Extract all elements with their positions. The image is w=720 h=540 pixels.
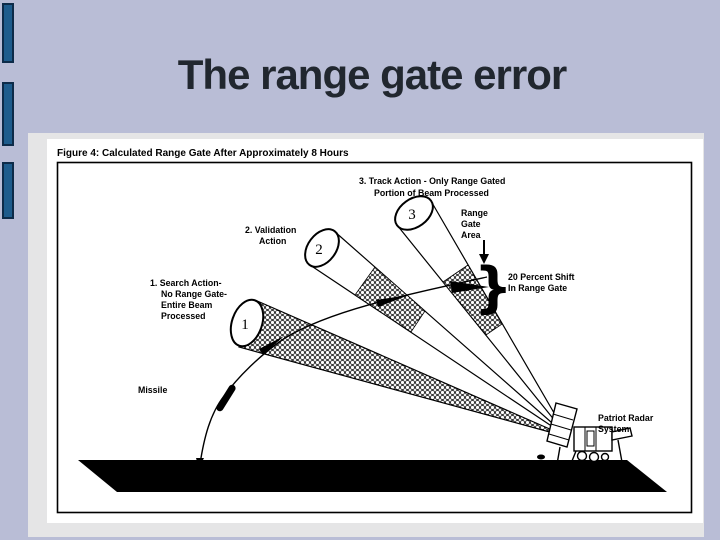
- slide-title: The range gate error: [177, 51, 567, 98]
- missile-trajectory: [196, 276, 489, 468]
- svg-text:Processed: Processed: [161, 311, 206, 321]
- down-arrow-icon: [479, 254, 489, 264]
- svg-text:Gate: Gate: [461, 219, 481, 229]
- figure-caption: Figure 4: Calculated Range Gate After Ap…: [57, 148, 349, 159]
- radar-label: Patriot Radar: [598, 413, 654, 423]
- detection-arrow-3-icon: [450, 281, 489, 293]
- patriot-radar-drawing: [537, 402, 633, 471]
- diagram-labels: 1. Search Action- No Range Gate- Entire …: [138, 176, 654, 434]
- trajectory-end-arrow-icon: [196, 458, 204, 468]
- beam-1-number: 1: [241, 317, 249, 333]
- accent-bar-bottom: [2, 162, 14, 219]
- shift-label: 20 Percent Shift: [508, 272, 575, 282]
- svg-text:Area: Area: [461, 230, 481, 240]
- missile-label: Missile: [138, 385, 167, 395]
- detection-arrow-2-icon: [376, 295, 409, 307]
- range-gate-area-label: Range: [461, 208, 488, 218]
- search-beam-cone-1: 1: [229, 298, 569, 438]
- range-gate-diagram: Figure 4: Calculated Range Gate After Ap…: [56, 148, 693, 514]
- action2-label: 2. Validation: [245, 225, 296, 235]
- beam-3-number: 3: [408, 207, 416, 223]
- shift-brace: }: [474, 256, 512, 319]
- action3-label: 3. Track Action - Only Range Gated: [359, 176, 505, 186]
- accent-bar-top: [2, 3, 14, 63]
- missile-icon: [216, 384, 236, 412]
- detection-arrow-1-icon: [259, 336, 284, 355]
- action1-label: 1. Search Action-: [150, 278, 222, 288]
- accent-bar-middle: [2, 82, 14, 146]
- svg-text:In Range Gate: In Range Gate: [508, 283, 567, 293]
- svg-text:No Range Gate-: No Range Gate-: [161, 289, 227, 299]
- range-gate-area-pointer: [479, 240, 489, 264]
- beam-2-number: 2: [315, 242, 323, 258]
- svg-text:System: System: [598, 424, 629, 434]
- svg-text:Action: Action: [259, 236, 286, 246]
- svg-text:Portion of Beam Processed: Portion of Beam Processed: [374, 188, 489, 198]
- ground-plane: [78, 460, 667, 492]
- svg-text:Entire Beam: Entire Beam: [161, 300, 213, 310]
